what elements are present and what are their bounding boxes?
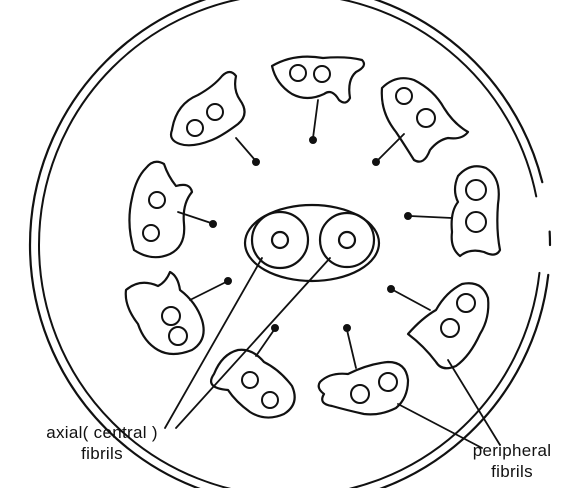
peripheral-fibril-left	[129, 162, 216, 257]
peripheral-label-line1: peripheral	[438, 440, 586, 461]
peripheral-fibril-bottom-left	[211, 325, 295, 418]
peripheral-fibril-upper-right	[373, 78, 469, 165]
peripheral-fibril-top	[272, 57, 364, 144]
peripheral-fibril-bottom-right	[319, 325, 408, 415]
peripheral-fibril-right	[405, 166, 501, 256]
axial-leader-lines	[165, 258, 330, 428]
axial-label-line2: fibrils	[2, 443, 202, 464]
peripheral-fibril-upper-left	[171, 72, 260, 166]
peripheral-fibril-lower-right	[388, 283, 489, 368]
axial-fibrils-label: axial( central ) fibrils	[2, 422, 202, 464]
axial-label-line1: axial( central )	[2, 422, 202, 443]
peripheral-label-line2: fibrils	[438, 461, 586, 482]
peripheral-fibril-lower-left	[126, 272, 232, 354]
peripheral-fibrils-label: peripheral fibrils	[438, 440, 586, 482]
